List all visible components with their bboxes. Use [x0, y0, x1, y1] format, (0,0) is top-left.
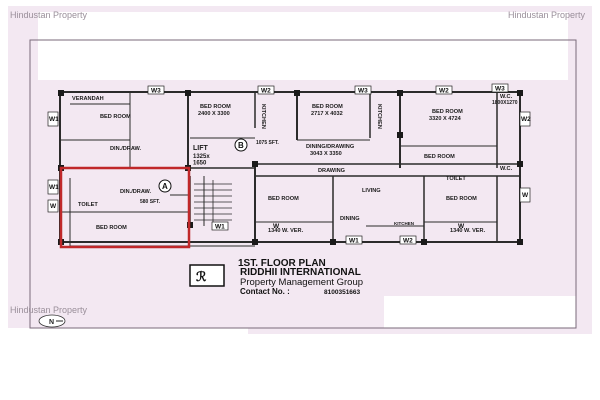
window-w-2: W	[50, 203, 57, 210]
label-verandah-2: 1340 W. VER.	[450, 228, 486, 234]
window-w2-3: W2	[403, 238, 413, 245]
label-bed-room-2-dim: 2400 X 3300	[198, 111, 230, 117]
plan-title: 1ST. FLOOR PLAN	[238, 258, 326, 269]
company-subtitle: Property Management Group	[240, 277, 363, 288]
watermark-top-right: Hindustan Property	[508, 10, 586, 20]
window-w3-1: W3	[151, 88, 161, 95]
svg-text:ℛ: ℛ	[196, 269, 207, 284]
label-dining-drawing-dim: 3043 X 3350	[310, 151, 342, 157]
label-drawing: DRAWING	[318, 168, 345, 174]
window-w1-4: W1	[349, 238, 359, 245]
room-labels: VERANDAH BED ROOM BED ROOM 2400 X 3300 K…	[72, 94, 518, 234]
label-verandah-1: 1340 W. VER.	[268, 228, 304, 234]
window-w1-3: W1	[215, 224, 225, 231]
blank-area-top	[38, 12, 568, 80]
watermark-bottom-left: Hindustan Property	[10, 305, 88, 315]
label-bed-room-7: BED ROOM	[268, 196, 299, 202]
window-w3-2: W3	[358, 88, 368, 95]
label-wc-mid: W.C.	[500, 166, 513, 172]
window-w-3: W	[273, 223, 280, 230]
svg-text:N: N	[49, 319, 54, 326]
label-kitchen-1: KITCHEN	[260, 104, 266, 129]
north-arrow-icon: N	[38, 314, 66, 328]
columns	[58, 90, 523, 245]
window-w2-1: W2	[261, 88, 271, 95]
window-markers: W3 W2 W3 W2 W1 W1 W1 W3 W2 W1 W2 W W W W	[47, 83, 531, 245]
flat-a-highlight	[59, 166, 191, 249]
flat-marker-a: A	[162, 182, 168, 191]
label-dining: DINING	[340, 216, 360, 222]
label-verandah: VERANDAH	[72, 96, 104, 102]
label-lift: LIFT	[193, 145, 208, 152]
window-w2-4: W2	[521, 116, 531, 123]
label-toilet-1: TOILET	[78, 202, 98, 208]
company-name: RIDDHII INTERNATIONAL	[240, 267, 361, 278]
label-bed-room-4: BED ROOM	[432, 109, 463, 115]
window-w-4: W	[458, 223, 465, 230]
window-w2-2: W2	[439, 88, 449, 95]
contact-label: Contact No. :	[240, 287, 290, 296]
label-kitchen-3: KITCHEN	[394, 221, 414, 226]
label-bed-room-3: BED ROOM	[312, 104, 343, 110]
label-living: LIVING	[362, 188, 381, 194]
window-w3-3: W3	[495, 86, 505, 93]
label-bed-room-4-dim: 3320 X 4724	[429, 116, 462, 122]
label-wc-top: W.C.	[500, 94, 513, 100]
window-w1-2: W1	[49, 184, 59, 191]
label-bed-room-6: BED ROOM	[96, 225, 127, 231]
label-dining-drawing: DINING/DRAWING	[306, 144, 354, 150]
label-bed-room-5: BED ROOM	[424, 154, 455, 160]
company-logo: ℛ	[189, 264, 225, 287]
blank-area-bottom-right	[384, 296, 576, 328]
label-kitchen-2: KITCHEN	[376, 104, 382, 129]
label-bed-room-3-dim: 2717 X 4032	[311, 111, 343, 117]
watermark-top-left: Hindustan Property	[10, 10, 88, 20]
label-bed-room-1: BED ROOM	[100, 114, 131, 120]
flat-marker-b: B	[238, 141, 244, 150]
label-bed-room-8: BED ROOM	[446, 196, 477, 202]
label-din-draw-1: DIN./DRAW.	[110, 146, 142, 152]
staircase	[194, 180, 232, 222]
label-area-b: 1075 SFT.	[256, 140, 279, 146]
flat-markers: B A	[158, 138, 248, 193]
label-wc-top-dim: 1800X1270	[492, 100, 518, 106]
blank-area-bottom-left	[8, 328, 248, 336]
label-din-draw-2: DIN./DRAW.	[120, 189, 152, 195]
window-w-1: W	[522, 192, 529, 199]
label-area-a: 580 SFT.	[140, 199, 161, 205]
window-w1-1: W1	[49, 116, 59, 123]
drawing-border	[29, 39, 577, 329]
label-bed-room-2: BED ROOM	[200, 104, 231, 110]
contact-number: 8100351663	[324, 289, 361, 296]
label-toilet-2: TOILET	[446, 176, 466, 182]
